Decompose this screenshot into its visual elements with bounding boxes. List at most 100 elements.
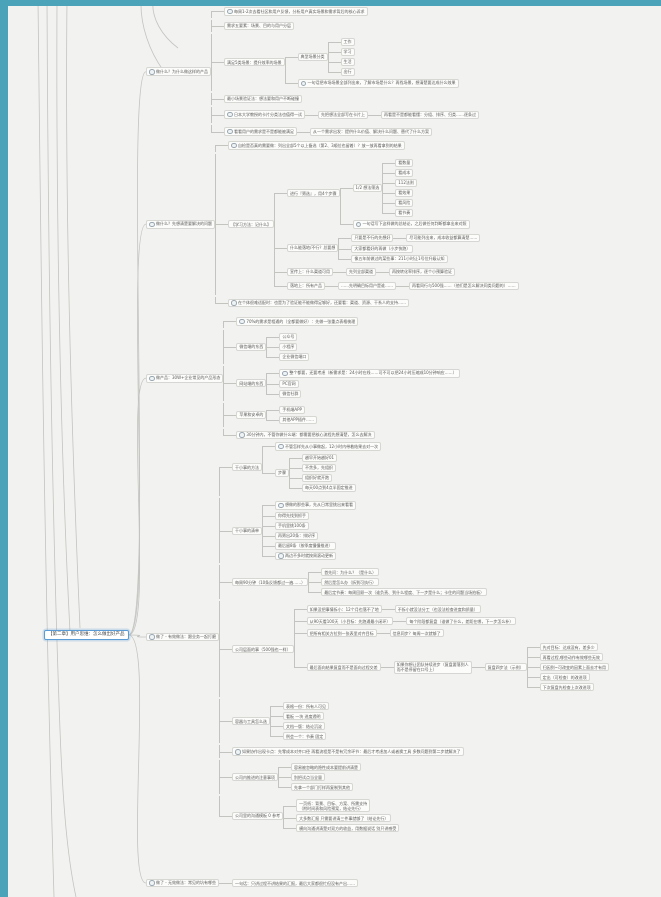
topic-node[interactable]: 只要是不行的先想好 — [351, 233, 394, 242]
topic-node[interactable]: 做了 - 有效做法：跟业务一起打磨 — [146, 632, 219, 642]
topic-node[interactable]: 看风险 — [395, 198, 414, 207]
topic-node[interactable]: 苹果和安卓的 — [236, 410, 267, 419]
topic-node[interactable]: 手机里挑100条 — [275, 521, 309, 530]
topic-node[interactable]: 一页纸：背景、目标、方案、所需支持 （附时间表和风险预案，结论先行） — [296, 799, 371, 812]
topic-node[interactable]: 再看过程,哪些动作有效哪些无效 — [539, 653, 603, 662]
topic-node[interactable]: 别把试点当全量 — [291, 773, 325, 781]
topic-node[interactable]: 看节奏 — [395, 208, 414, 217]
topic-node[interactable]: 学习 — [340, 47, 355, 56]
topic-node[interactable]: 70%的需求是相通的（全都要做好）：先做一张重点表格梳理 — [236, 317, 359, 326]
topic-node[interactable]: 出行 — [340, 67, 355, 76]
topic-node[interactable]: 然后是怎么办（拆到可执行） — [321, 578, 380, 587]
topic-node[interactable]: 先拿一个部门打样再复制到其他 — [291, 783, 353, 791]
topic-node[interactable]: 做了 - 无效做法：常见的坑有哪些 — [146, 878, 219, 888]
topic-node[interactable]: 宣传上：什么渠道可用 — [287, 267, 333, 276]
topic-node[interactable]: 整个都要，还要考虑（新需求是：24小时在线……可不可以把24小时压缩成10分钟响… — [279, 368, 460, 378]
topic-node[interactable]: 什么能落地/不行？总要想 — [287, 243, 339, 252]
topic-node[interactable]: 复盘四步法（示例） — [484, 663, 527, 672]
topic-node[interactable]: 从90天看100天（小目标：先跑通最小闭环） — [306, 617, 394, 626]
topic-node[interactable]: 1/2 想法筛选 — [352, 183, 383, 192]
topic-node[interactable]: 下次复盘先检查上次改进项 — [539, 683, 594, 692]
topic-node[interactable]: 【学习方法：记什么】 — [228, 220, 274, 229]
topic-node[interactable]: 网站端的东西 — [236, 379, 267, 388]
topic-node[interactable]: 先对目标：达成没有，差多少 — [539, 643, 598, 652]
topic-node[interactable]: 手机端APP — [279, 405, 305, 414]
topic-node[interactable]: 典型场景分类 — [297, 52, 328, 61]
topic-node[interactable]: 最后面向结果复盘而不是面向过程交差 — [306, 663, 381, 672]
topic-node[interactable]: 大家都看好的再做（小步快跑） — [351, 244, 414, 253]
topic-node[interactable]: 微信社群 — [279, 389, 302, 398]
topic-node[interactable]: 看成本 — [395, 168, 414, 177]
topic-node[interactable]: 横向沟通讲清楚对双方的收益，用数据说话 别只讲感受 — [296, 824, 400, 832]
topic-node[interactable]: ……先明确目标用户是谁…… — [338, 281, 396, 290]
topic-node[interactable]: 不贪多，先组织 — [302, 463, 336, 472]
topic-node[interactable]: 小程序 — [279, 342, 298, 351]
topic-node[interactable]: 再筛出20条：排好序 — [275, 531, 319, 540]
topic-node[interactable]: 两边不多时就按周滚动更新 — [275, 551, 336, 561]
topic-node[interactable]: 日本大学教授的卡片分类法也值得一试 — [224, 110, 305, 119]
topic-node[interactable]: 在个体很难适配时：也是为了验证能不能做得足够好，还要看：渠道、资源、干系人的支持… — [228, 298, 409, 308]
topic-node[interactable]: 30分钟内，不管你做什么端：都需要把核心流程先想清楚，怎么去解决 — [236, 430, 375, 440]
topic-node[interactable]: 容易被忽略的隐性成本要提前讲清楚 — [291, 763, 361, 771]
topic-node[interactable]: 公众号 — [279, 332, 298, 341]
topic-node[interactable]: 干小事的清单 — [232, 526, 262, 535]
topic-node[interactable]: 你得先找到抓手 — [275, 511, 309, 520]
topic-node[interactable]: 看数量 — [395, 158, 414, 167]
topic-node[interactable]: 步骤 — [275, 468, 289, 477]
topic-node[interactable]: 大多数汇报 只需要讲清三件事就够了（结论先行） — [296, 814, 392, 822]
topic-node[interactable]: 再按转化率排序，逐个小预算验证 — [389, 267, 455, 276]
topic-node[interactable]: 信息同步？每周一次就够了 — [389, 629, 444, 638]
topic-node[interactable]: PC官网 — [279, 379, 299, 388]
topic-node[interactable]: 文档一版：结论沉淀 — [283, 722, 325, 731]
topic-node[interactable]: 看效果 — [395, 188, 414, 197]
topic-node[interactable]: 企业微信端口 — [279, 352, 310, 361]
topic-node[interactable]: 干小事的方法 — [232, 463, 262, 472]
topic-node[interactable]: 每个阶段都复盘（谁做了什么，差距在哪，下一步怎么补） — [406, 617, 517, 626]
topic-node[interactable]: 进行『筛选』，用4个步骤 — [287, 189, 340, 198]
topic-node[interactable]: 首先问：为什么？（是什么） — [321, 568, 380, 577]
topic-node[interactable]: 先列全部渠道 — [346, 267, 376, 276]
topic-node[interactable]: 做什么？为什么做这样的产品 — [146, 67, 211, 77]
topic-node[interactable]: 112法则 — [395, 178, 417, 187]
topic-node[interactable]: 组织好就开跑 — [302, 473, 332, 482]
topic-node[interactable]: 不管怎样先从小事做起，12小时内带着结果去对一次 — [275, 442, 382, 451]
topic-node[interactable]: 如果协作出现卡点：先零成本对齐口径 再看流程是不是有冗余环节：最后才考虑加人或者… — [232, 747, 464, 756]
root-topic[interactable]: 【第二章】用户思维：怎么做出好产品 — [44, 630, 129, 640]
topic-node[interactable]: 最后留8条（按季度慢慢推进） — [275, 541, 336, 550]
topic-node[interactable]: 自检是否真的需要做：列出全部5个以上备选（第2、3顺位也留着）？放一放再看拿到的… — [228, 141, 405, 150]
topic-node[interactable]: 做产品：30W+企业常见的产品形态 — [146, 373, 224, 383]
topic-node[interactable]: 每天00点到4点半固定推进 — [302, 483, 356, 492]
topic-node[interactable]: 满足5类场景：提升效率的场景 — [224, 58, 285, 67]
topic-node[interactable]: 需求五要素：场景、目的与用户分层 — [224, 21, 294, 30]
topic-node[interactable]: 把所有相关方拉到一张表里对齐目标 — [306, 629, 377, 638]
topic-node[interactable]: 其他APP插件…… — [279, 415, 317, 424]
topic-node[interactable]: 一句话写下这样做的总结论，之后做任何判断都拿出来对照 — [352, 219, 470, 229]
topic-node[interactable]: 看看用户的需求是不是都能被满足 — [224, 127, 297, 136]
topic-node[interactable]: 公司层面的事（500强也一样） — [232, 645, 294, 654]
topic-node[interactable]: 生活 — [340, 57, 355, 66]
topic-node[interactable]: 不拆小就没法分工（也没法检查进度和质量） — [394, 605, 481, 614]
topic-node[interactable]: 从一个需求出发：提供什么价值、解决什么问题、替代了什么方案 — [310, 127, 432, 136]
topic-node[interactable]: 如果你想让团队持续进步（复盘要落到人 而不是停留在口号上） — [393, 660, 472, 674]
topic-node[interactable]: 公司里的沟通模板 0 参考 — [232, 811, 284, 820]
topic-node[interactable]: 工作 — [340, 37, 355, 46]
topic-node[interactable]: 公司内推进的注意事项 — [232, 773, 278, 781]
topic-node[interactable]: 每周90分钟（10条反馈都过一遍……） — [232, 578, 309, 587]
topic-node[interactable]: 想做的那些事，先从日常里挑出来看看 — [275, 500, 356, 510]
topic-node[interactable]: 最后定节奏：每周回顾一次（谁负责、到什么程度、下一步是什么；卡住的问题当场拍板） — [321, 588, 488, 597]
topic-node[interactable]: 尽可能列出来，成本收益都算清楚…… — [406, 233, 481, 242]
topic-node[interactable]: 最小场景验证法：想法要和用户不断碰撞 — [224, 94, 302, 103]
topic-node[interactable]: 每周1-2次去看社区和用户反馈，分析用户真实场景和需求背后的核心诉求 — [224, 7, 368, 16]
topic-node[interactable]: 表格一份：所有人可见 — [283, 702, 329, 711]
topic-node[interactable]: 归因到~可改变的因素上面去才有用 — [539, 663, 609, 672]
topic-node[interactable]: 再看同行与500强……（他们是怎么解决同类问题的）…… — [409, 281, 519, 290]
topic-node[interactable]: 如果没把事情拆小：12个月也落不了地 — [306, 605, 382, 614]
topic-node[interactable]: 越早开始越好01 — [302, 453, 338, 462]
topic-node[interactable]: 再看是不是都能看懂：分组、排序、归类……逐条过 — [381, 110, 479, 119]
topic-node[interactable]: 看板 一块 进度透明 — [283, 712, 324, 721]
topic-node[interactable]: 一句话把市场场景全部列出来，了解市场是什么？再找场景，想清楚要达成什么效果 — [297, 78, 459, 88]
topic-node[interactable]: 像五年前做过的某些事：211小时让1号位升级认知 — [351, 254, 448, 263]
topic-node[interactable]: 容器与工具怎么选 — [232, 717, 270, 726]
topic-node[interactable]: 先把想法全部写在卡片上 — [318, 110, 368, 119]
topic-node[interactable]: 微信端的东西 — [236, 342, 267, 351]
